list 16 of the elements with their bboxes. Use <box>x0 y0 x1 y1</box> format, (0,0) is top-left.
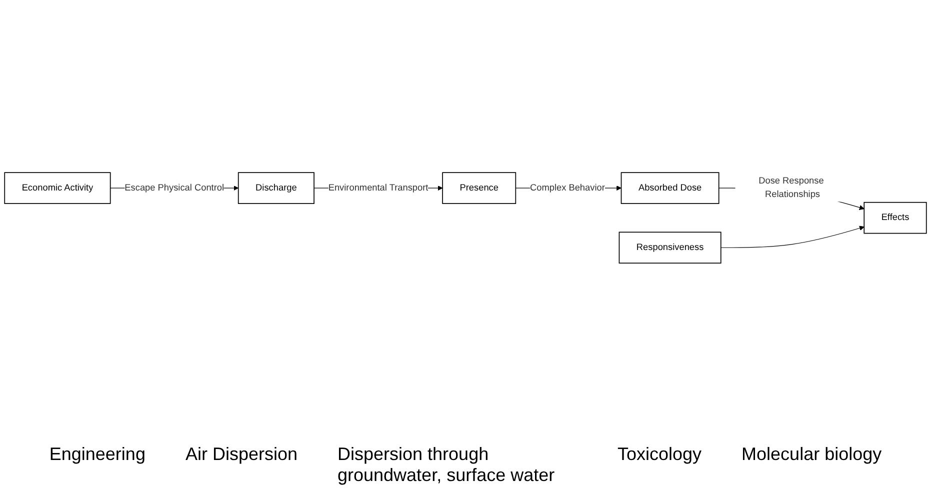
node-box: Effects <box>864 202 927 234</box>
edge-label: Dose Response Relationships <box>758 176 824 200</box>
node-box: Discharge <box>238 172 314 204</box>
note-text: Engineering <box>49 444 146 466</box>
arrow <box>720 226 864 248</box>
node-box: Economic Activity <box>4 172 111 204</box>
edge-label: Environmental Transport <box>328 183 428 193</box>
edge-label: Escape Physical Control <box>124 183 224 193</box>
note-text: Toxicology <box>618 444 702 466</box>
node-box: Absorbed Dose <box>620 172 720 204</box>
note-text: Dispersion through groundwater, surface water <box>338 444 556 486</box>
note-text: Molecular biology <box>742 444 882 466</box>
note-text: Air Dispersion <box>185 444 298 466</box>
node-box: Responsiveness <box>618 232 722 264</box>
node-box: Presence <box>442 172 516 204</box>
edge-label: Complex Behavior <box>530 183 605 193</box>
